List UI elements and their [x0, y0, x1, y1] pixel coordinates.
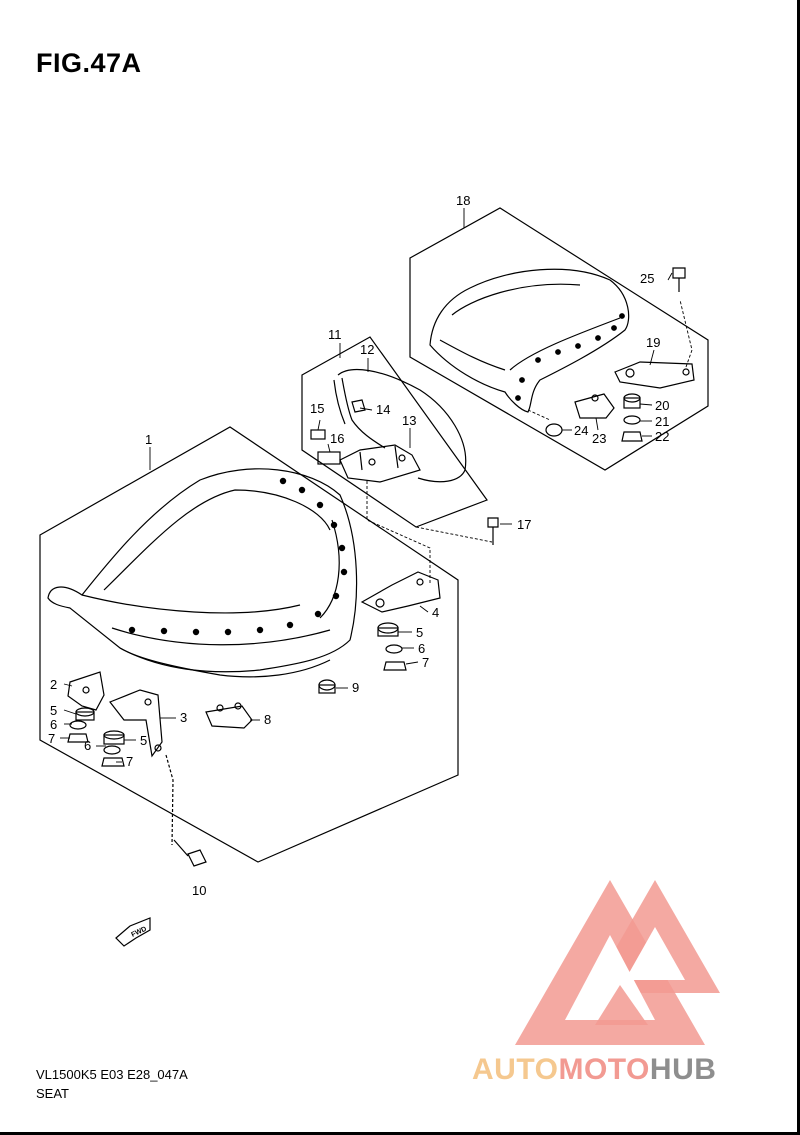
group-box-rear-seat: [409, 207, 709, 471]
group-box-front-seat: [39, 426, 459, 863]
seat-strap: [333, 369, 467, 483]
callout-11: 11: [328, 327, 342, 342]
callout-5-b: 5: [50, 703, 57, 718]
part-15-pad: [310, 429, 326, 440]
watermark-part-auto: AUTO: [472, 1053, 559, 1086]
footer-model-code: VL1500K5 E03 E28_047A: [36, 1067, 188, 1082]
group-box-seat-strap: [301, 336, 488, 528]
front-seat: [47, 468, 358, 678]
bolt-10: [173, 839, 207, 867]
callout-7-a: 7: [422, 655, 429, 670]
bolt-25: [672, 267, 686, 292]
washer-6a: [385, 644, 403, 654]
callout-14: 14: [376, 402, 390, 417]
part-24-cushion: [545, 423, 563, 437]
callout-8: 8: [264, 712, 271, 727]
callout-5-c: 5: [140, 733, 147, 748]
washer-6b: [69, 720, 87, 730]
callout-18: 18: [456, 193, 470, 208]
part-9-cushion: [318, 679, 336, 694]
callout-24: 24: [574, 423, 588, 438]
callout-7-c: 7: [126, 754, 133, 769]
callout-23: 23: [592, 431, 606, 446]
callout-25: 25: [640, 271, 654, 286]
cushion-5a: [377, 622, 399, 637]
watermark-text: AUTOMOTOHUB: [472, 1053, 716, 1087]
washer-6c: [103, 745, 121, 755]
part-14-nut: [351, 399, 366, 413]
nut-7a: [383, 661, 407, 671]
callout-12: 12: [360, 342, 374, 357]
strap-plate: [339, 444, 421, 483]
callout-2: 2: [50, 677, 57, 692]
callout-6-c: 6: [84, 738, 91, 753]
bracket-4: [360, 571, 441, 613]
callout-6-b: 6: [50, 717, 57, 732]
callout-1: 1: [145, 432, 152, 447]
bolt-10-leader: [165, 754, 174, 846]
callout-20: 20: [655, 398, 669, 413]
watermark-logo-icon: [515, 880, 720, 1045]
bracket-2: [67, 671, 105, 711]
callout-17: 17: [517, 517, 531, 532]
callout-3: 3: [180, 710, 187, 725]
callout-22: 22: [655, 429, 669, 444]
callout-15: 15: [310, 401, 324, 416]
nut-7b: [67, 733, 89, 743]
cushion-5b: [75, 707, 95, 721]
bracket-3: [109, 689, 163, 758]
figure-title: FIG.47A: [36, 48, 142, 78]
callout-21: 21: [655, 414, 669, 429]
leader-lines: [60, 208, 693, 763]
callout-13: 13: [402, 413, 416, 428]
callout-6-a: 6: [418, 641, 425, 656]
callout-numbers: 1 2 3 4 5 6 7 5 6 7 5 6 7 8 9 10 11 12 1…: [48, 193, 669, 898]
washer-21: [623, 415, 641, 425]
callout-16: 16: [330, 431, 344, 446]
bracket-19: [614, 361, 695, 389]
watermark-part-moto: MOTO: [558, 1053, 650, 1086]
callout-10: 10: [192, 883, 206, 898]
watermark-part-hub: HUB: [649, 1053, 717, 1086]
seat-studs: [128, 477, 348, 636]
callout-9: 9: [352, 680, 359, 695]
footer-section-name: SEAT: [36, 1086, 69, 1101]
fwd-arrow-icon: FWD: [115, 917, 151, 947]
callout-5-a: 5: [416, 625, 423, 640]
bolt-17: [487, 517, 499, 545]
cushion-20: [623, 393, 641, 409]
cushion-5c: [103, 730, 125, 745]
part-23-stopper: [574, 393, 615, 419]
rear-seat: [429, 268, 630, 413]
callout-7-b: 7: [48, 731, 55, 746]
part-8-stopper: [205, 702, 253, 729]
part-16-pad: [317, 451, 341, 465]
nut-7c: [101, 757, 125, 767]
callout-19: 19: [646, 335, 660, 350]
callout-4: 4: [432, 605, 439, 620]
nut-22: [621, 431, 643, 442]
